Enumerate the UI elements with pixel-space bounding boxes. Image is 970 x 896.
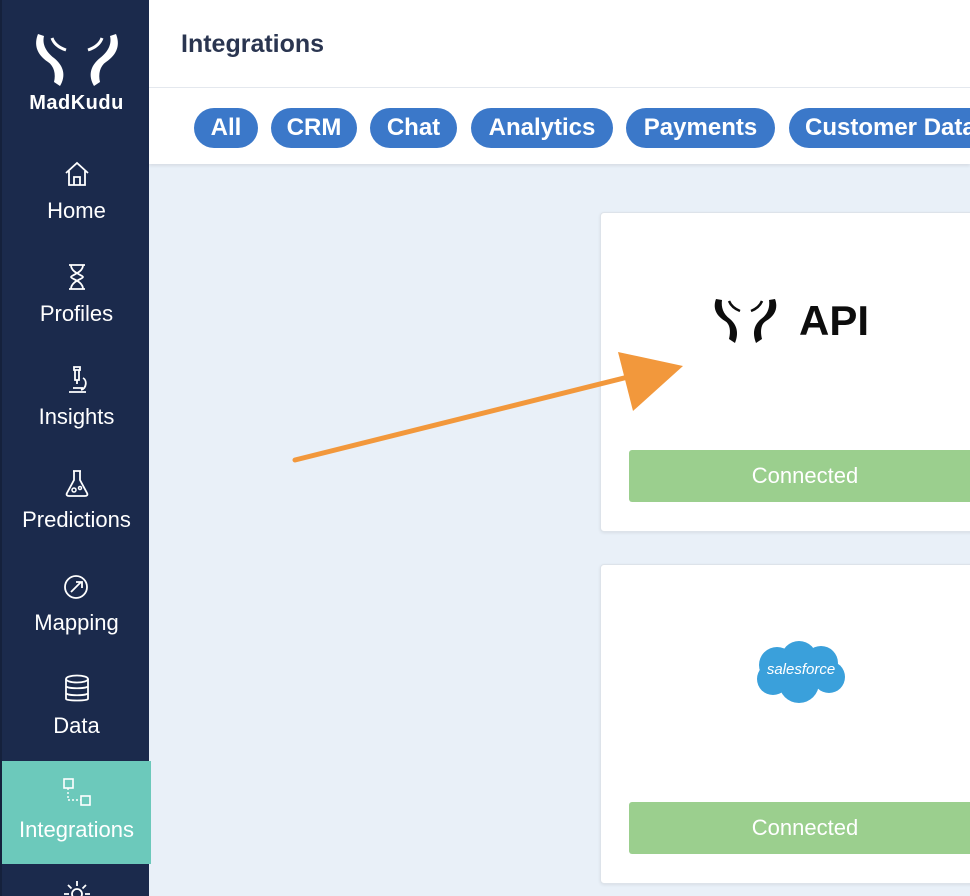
filter-chip-all[interactable]: All xyxy=(194,108,258,148)
connected-button[interactable]: Connected xyxy=(629,450,970,502)
sidebar-item-label: Mapping xyxy=(34,610,119,635)
sidebar-item-integrations[interactable]: Integrations xyxy=(2,761,151,864)
sidebar: MadKudu Home Profiles Insights Predictio… xyxy=(0,0,151,896)
connected-button[interactable]: Connected xyxy=(629,802,970,854)
salesforce-cloud-icon xyxy=(757,641,845,703)
brand-name: MadKudu xyxy=(29,92,124,114)
filter-chip-analytics[interactable]: Analytics xyxy=(471,108,613,148)
salesforce-logo-text: salesforce xyxy=(766,661,836,678)
integrations-icon xyxy=(63,778,91,806)
page-title: Integrations xyxy=(181,30,325,58)
home-icon xyxy=(65,161,89,186)
filter-chip-payments[interactable]: Payments xyxy=(626,108,775,148)
filter-chip-crm[interactable]: CRM xyxy=(271,108,357,148)
sidebar-item-settings[interactable] xyxy=(2,878,151,896)
sidebar-item-data[interactable]: Data xyxy=(2,673,151,776)
sidebar-item-home[interactable]: Home xyxy=(2,158,151,261)
sidebar-item-label: Profiles xyxy=(39,301,114,326)
sidebar-item-insights[interactable]: Insights xyxy=(2,364,151,467)
filter-bar: All CRM Chat Analytics Payments Customer… xyxy=(149,88,970,164)
sidebar-item-profiles[interactable]: Profiles xyxy=(2,261,151,364)
api-logo: API xyxy=(713,295,883,351)
madkudu-icon xyxy=(714,299,777,343)
hourglass-icon xyxy=(69,264,85,290)
sidebar-item-label: Predictions xyxy=(22,507,131,532)
api-logo-text: API xyxy=(799,297,870,344)
database-icon xyxy=(65,674,89,702)
sidebar-item-predictions[interactable]: Predictions xyxy=(2,467,151,570)
madkudu-horns-icon xyxy=(36,34,118,86)
filter-chip-chat[interactable]: Chat xyxy=(370,108,457,148)
filter-chip-customer-data[interactable]: Customer Data xyxy=(789,108,970,148)
compass-icon xyxy=(64,575,88,599)
gear-icon xyxy=(64,881,90,896)
integration-card-salesforce[interactable]: salesforce Connected xyxy=(600,564,970,884)
sidebar-item-label: Insights xyxy=(38,404,115,429)
sidebar-item-label: Home xyxy=(47,198,106,223)
salesforce-logo: salesforce xyxy=(753,639,849,707)
sidebar-item-label: Data xyxy=(53,713,100,738)
sidebar-item-label: Integrations xyxy=(19,817,134,842)
brand-logo[interactable]: MadKudu xyxy=(2,0,151,130)
integration-card-api[interactable]: API Connected xyxy=(600,212,970,532)
sidebar-item-mapping[interactable]: Mapping xyxy=(2,570,151,673)
page-header: Integrations xyxy=(149,0,970,88)
microscope-icon xyxy=(69,366,87,393)
flask-icon xyxy=(65,470,89,497)
